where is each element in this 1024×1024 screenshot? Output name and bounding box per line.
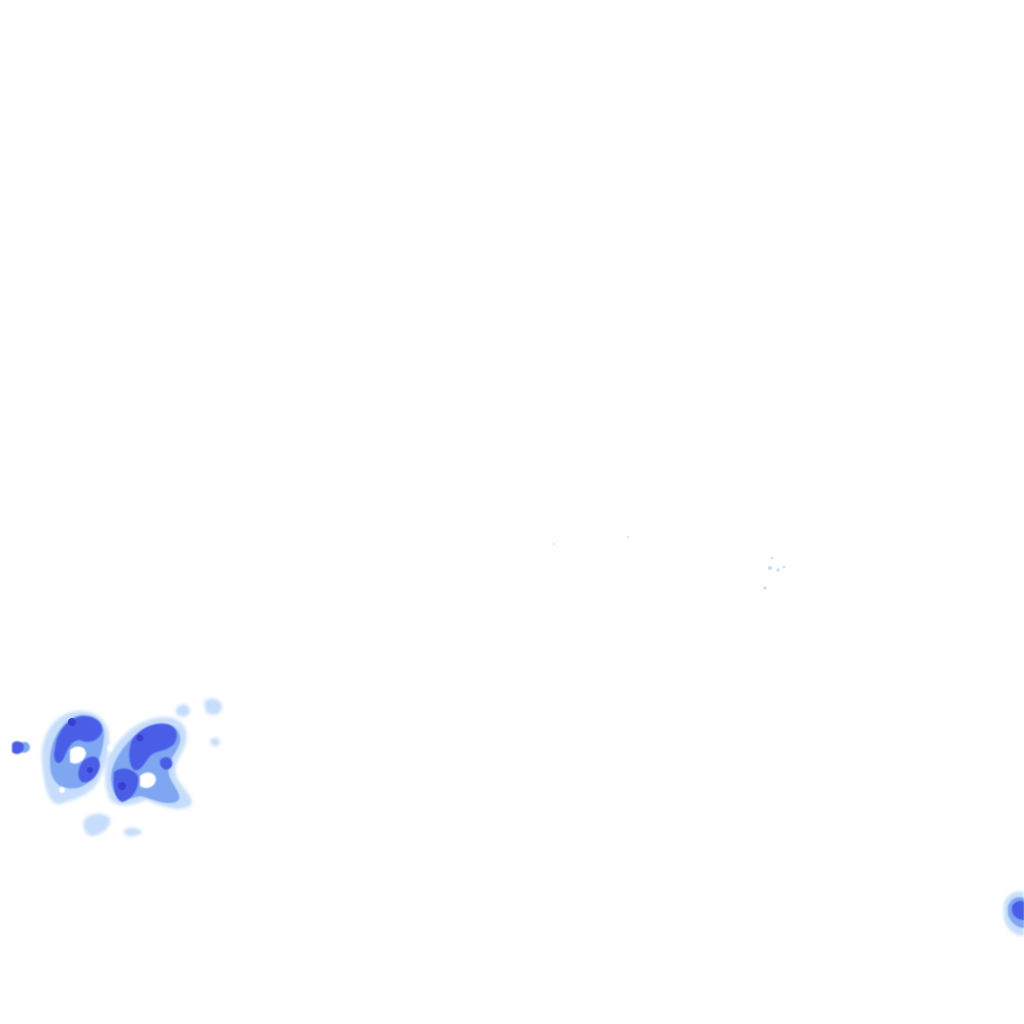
echo-cluster-west bbox=[12, 698, 222, 837]
echo-cluster-southeast-edge bbox=[1004, 891, 1024, 936]
echo-cluster-central-specks bbox=[553, 536, 786, 590]
